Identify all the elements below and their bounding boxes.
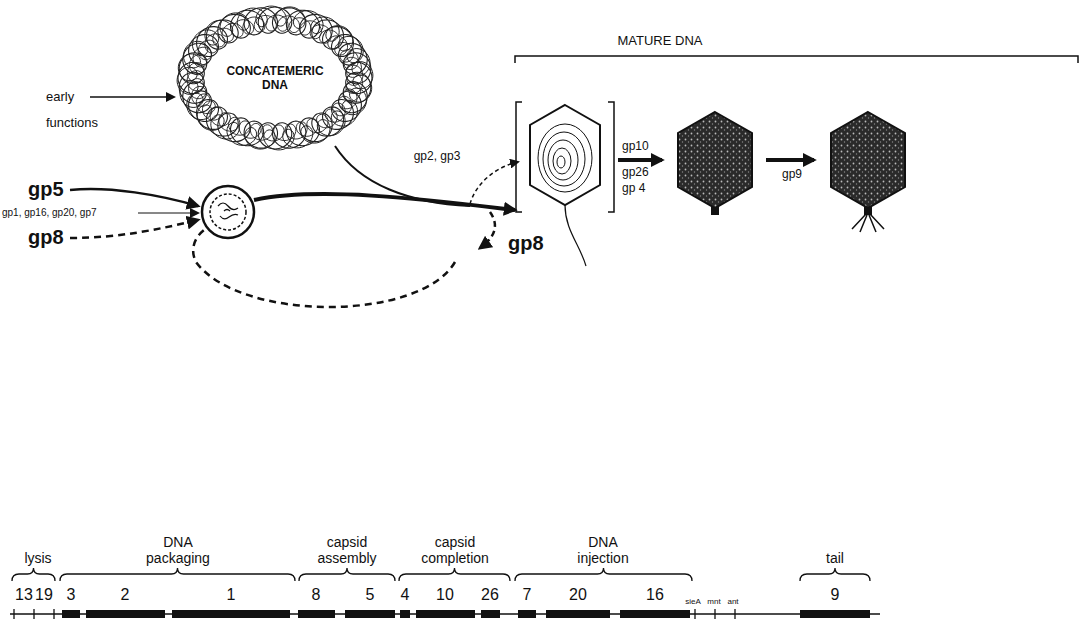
dashed-arrow bbox=[480, 212, 495, 248]
dna-strand bbox=[187, 15, 363, 141]
gene-number: 1 bbox=[227, 586, 236, 604]
gene-number: 8 bbox=[312, 586, 321, 604]
gene-group-label: capsid completion bbox=[419, 534, 491, 566]
gene-number: 3 bbox=[67, 586, 76, 604]
gene-tick bbox=[53, 609, 54, 619]
gene-number: 19 bbox=[35, 586, 53, 604]
dna-tangle: CONCATEMERIC DNA bbox=[218, 59, 332, 98]
protein-label: gp2, gp3 bbox=[414, 150, 461, 164]
gene-number: 13 bbox=[15, 586, 33, 604]
gene-number: 9 bbox=[831, 586, 840, 604]
gene-number: 7 bbox=[523, 586, 532, 604]
brace bbox=[299, 568, 395, 581]
gene-segment bbox=[620, 610, 690, 618]
gene-segment bbox=[416, 610, 475, 618]
node-label: CONCATEMERIC DNA bbox=[222, 63, 328, 94]
gene-tick bbox=[734, 609, 735, 619]
dna-strand bbox=[177, 6, 373, 150]
gene-segment bbox=[86, 610, 165, 618]
gene-number: 10 bbox=[436, 586, 454, 604]
gene-tick bbox=[694, 609, 695, 619]
brace bbox=[800, 568, 870, 581]
gene-number: 26 bbox=[481, 586, 499, 604]
gene-group-braces bbox=[12, 568, 870, 581]
protein-label: gp8 bbox=[28, 226, 64, 249]
dna-strand bbox=[178, 7, 372, 149]
protein-label: gp5 bbox=[28, 178, 64, 201]
gene-map bbox=[10, 609, 880, 619]
bracket bbox=[515, 56, 1078, 63]
protein-label: gp8 bbox=[508, 232, 544, 255]
gene-group-label: capsid assembly bbox=[311, 534, 383, 566]
main-arrow bbox=[766, 158, 814, 162]
dashed-loop bbox=[193, 230, 455, 307]
gene-number: mnt bbox=[707, 597, 720, 606]
section-label: MATURE DNA bbox=[618, 34, 703, 49]
brace bbox=[12, 568, 55, 581]
protein-label: gp10 bbox=[622, 140, 649, 154]
input-label: early functions bbox=[46, 84, 110, 136]
gene-segment bbox=[62, 610, 80, 618]
gene-tick bbox=[33, 609, 34, 619]
gene-number: 5 bbox=[366, 586, 375, 604]
gene-segment bbox=[481, 610, 500, 618]
protein-label: gp9 bbox=[782, 168, 802, 182]
brace bbox=[399, 568, 510, 581]
dashed-arrow bbox=[470, 162, 518, 204]
gene-segment bbox=[800, 610, 870, 618]
procapsid bbox=[202, 186, 254, 238]
protein-label: gp26 bbox=[622, 166, 649, 180]
gene-number: 2 bbox=[121, 586, 130, 604]
gene-number: 16 bbox=[646, 586, 664, 604]
gene-segment bbox=[546, 610, 610, 618]
gene-tick bbox=[714, 609, 715, 619]
brace bbox=[60, 568, 295, 581]
brace bbox=[515, 568, 692, 581]
input-arrow bbox=[138, 213, 198, 214]
gene-number: sieA bbox=[685, 597, 701, 606]
input-arrow bbox=[70, 189, 198, 206]
dashed-arrow bbox=[70, 220, 198, 238]
dna-flow-line bbox=[335, 146, 470, 206]
gene-group-label: DNA injection bbox=[567, 534, 639, 566]
gene-segment bbox=[172, 610, 290, 618]
mature-capsid bbox=[678, 112, 752, 215]
main-arrow bbox=[618, 158, 662, 162]
input-arrow bbox=[90, 96, 174, 98]
gene-group-label: lysis bbox=[2, 550, 74, 566]
protein-label: gp1, gp16, gp20, gp7 bbox=[2, 207, 97, 219]
gene-segment bbox=[400, 610, 410, 618]
main-arrow bbox=[254, 194, 515, 210]
phage-particle bbox=[831, 112, 905, 232]
gene-segment bbox=[518, 610, 536, 618]
gene-segment bbox=[298, 610, 335, 618]
gene-number: 20 bbox=[569, 586, 587, 604]
gene-segment bbox=[345, 610, 395, 618]
gene-number: 4 bbox=[401, 586, 410, 604]
gene-group-label: DNA packaging bbox=[142, 534, 214, 566]
gene-number: ant bbox=[727, 597, 738, 606]
protein-label: gp 4 bbox=[622, 182, 645, 196]
concatemer-tangle bbox=[177, 6, 373, 150]
gene-tick bbox=[13, 609, 14, 619]
gene-group-label: tail bbox=[799, 550, 871, 566]
